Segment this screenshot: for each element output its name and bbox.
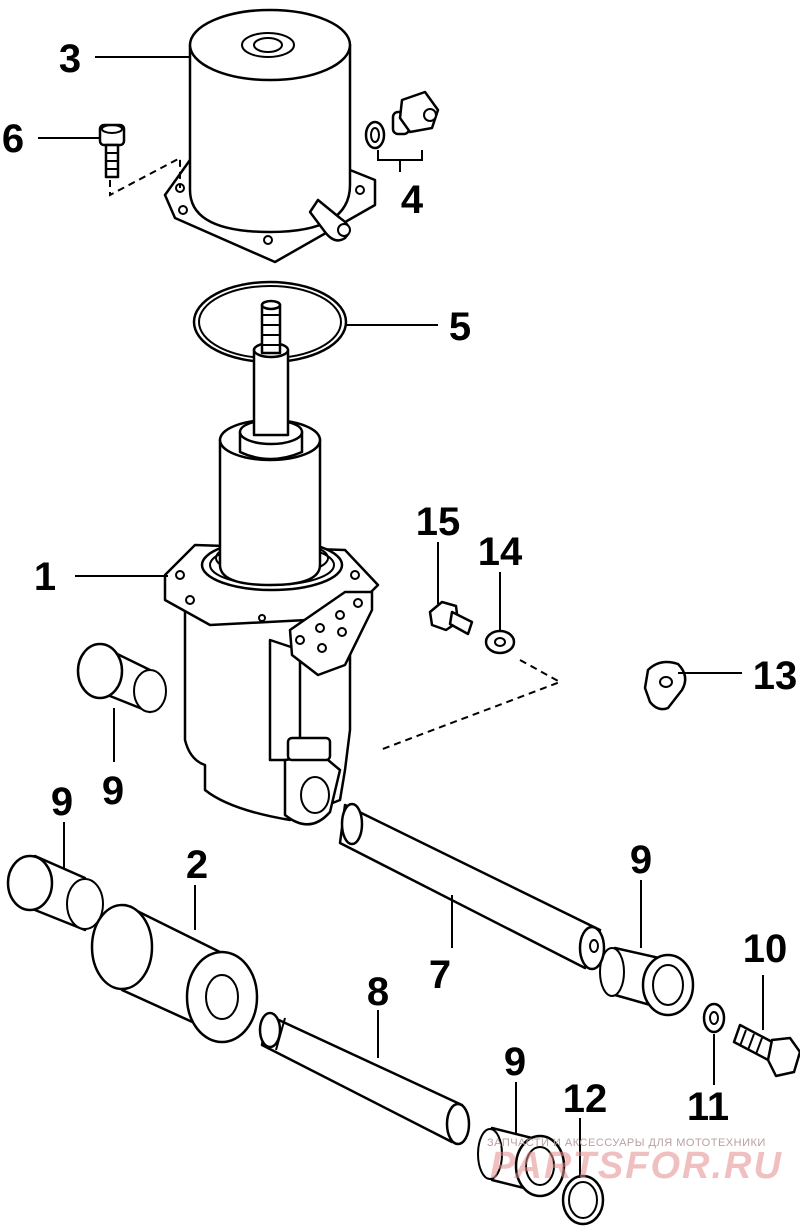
tilt-cylinder-part — [163, 299, 380, 826]
callout-6: 6 — [2, 117, 24, 161]
washer-small-part — [484, 629, 516, 655]
motor-assembly-part — [163, 8, 377, 264]
watermark-tagline: ЗАПЧАСТИ И АКСЕССУАРЫ ДЛЯ МОТОТЕХНИКИ — [487, 1137, 766, 1149]
callout-4: 4 — [401, 178, 424, 222]
watermark-brand: PARTSFOR.RU — [490, 1145, 783, 1187]
callout-8: 8 — [367, 970, 389, 1014]
roller-part — [90, 903, 259, 1044]
callout-5: 5 — [449, 305, 471, 349]
fitting-bracket-line — [377, 150, 423, 161]
callout-9b: 9 — [51, 780, 73, 824]
bolt-part — [732, 1023, 800, 1078]
callout-3: 3 — [59, 37, 81, 81]
circlip-part — [561, 1174, 605, 1226]
bushing-part-right-upper — [599, 946, 695, 1017]
callout-11: 11 — [687, 1085, 729, 1129]
callout-14: 14 — [478, 530, 523, 574]
bracket-assembly-line — [379, 659, 563, 751]
callout-15: 15 — [416, 500, 461, 544]
bushing-part-right-lower — [477, 1126, 566, 1198]
screw-assembly-line — [109, 156, 181, 197]
long-pin-part — [338, 802, 606, 971]
callout-7: 7 — [429, 953, 451, 997]
bolt-small-part — [428, 600, 474, 636]
clip-part — [643, 660, 687, 711]
callout-12: 12 — [563, 1077, 608, 1121]
bushing-part-left-lower — [6, 854, 104, 932]
bushing-part-left-upper — [76, 642, 167, 714]
callout-9c: 9 — [630, 838, 652, 882]
callout-1: 1 — [34, 555, 56, 599]
fitting-part — [364, 90, 440, 150]
washer-part — [702, 1002, 726, 1034]
callout-9a: 9 — [102, 769, 124, 813]
callout-13: 13 — [753, 654, 798, 698]
callout-10: 10 — [743, 927, 788, 971]
callout-2: 2 — [186, 843, 208, 887]
callout-9d: 9 — [504, 1040, 526, 1084]
screw-part — [98, 123, 126, 179]
short-pin-part — [258, 1011, 471, 1146]
